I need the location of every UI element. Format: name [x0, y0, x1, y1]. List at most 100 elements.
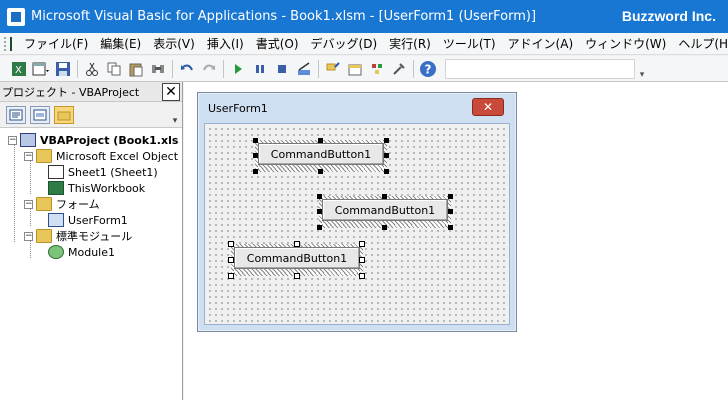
tree-item-forms-folder[interactable]: − フォーム: [0, 196, 182, 212]
object-browser-icon[interactable]: [366, 58, 388, 80]
project-explorer-pane: プロジェクト - VBAProject ✕ ▾ − VBAProject (Bo…: [0, 82, 183, 400]
module-icon: [48, 245, 64, 259]
resize-handle[interactable]: [359, 273, 365, 279]
resize-handle[interactable]: [228, 273, 234, 279]
menu-file[interactable]: ファイル(F): [24, 36, 89, 51]
command-button-1[interactable]: CommandButton1: [258, 143, 384, 165]
project-explorer-toolbar: ▾: [0, 102, 182, 128]
redo-icon[interactable]: [198, 58, 220, 80]
userform-grid-canvas[interactable]: CommandButton1 CommandButton1: [204, 123, 510, 325]
view-code-icon: [9, 109, 23, 120]
userform-close-button[interactable]: ✕: [472, 98, 504, 116]
close-pane-button[interactable]: ✕: [162, 83, 180, 101]
find-icon[interactable]: [147, 58, 169, 80]
menu-addins[interactable]: アドイン(A): [507, 36, 574, 51]
menu-tools[interactable]: ツール(T): [442, 36, 496, 51]
resize-handle[interactable]: [253, 138, 258, 143]
folder-icon: [36, 229, 52, 243]
menu-edit[interactable]: 編集(E): [100, 36, 142, 51]
save-icon[interactable]: [52, 58, 74, 80]
tree-item-thisworkbook[interactable]: ThisWorkbook: [0, 180, 182, 196]
tree-item-userform1[interactable]: UserForm1: [0, 212, 182, 228]
command-button-2[interactable]: CommandButton1: [322, 199, 448, 221]
excel-icon[interactable]: X: [8, 58, 30, 80]
resize-handle[interactable]: [294, 241, 300, 247]
project-tree: − VBAProject (Book1.xls − Microsoft Exce…: [0, 128, 182, 260]
menubar-grip[interactable]: [4, 36, 6, 51]
view-object-button[interactable]: [30, 105, 50, 124]
resize-handle[interactable]: [384, 169, 389, 174]
tree-item-label: VBAProject (Book1.xls: [40, 133, 179, 147]
tree-item-module1[interactable]: Module1: [0, 244, 182, 260]
help-icon[interactable]: ?: [417, 58, 439, 80]
menu-run[interactable]: 実行(R): [389, 36, 431, 51]
run-icon[interactable]: [227, 58, 249, 80]
resize-handle[interactable]: [359, 257, 365, 263]
resize-handle[interactable]: [448, 225, 453, 230]
collapse-icon[interactable]: −: [24, 230, 33, 241]
reset-icon[interactable]: [271, 58, 293, 80]
undo-icon[interactable]: [176, 58, 198, 80]
userform-titlebar: UserForm1 ✕: [198, 93, 516, 123]
tree-item-sheet1[interactable]: Sheet1 (Sheet1): [0, 164, 182, 180]
tree-item-excel-objects[interactable]: − Microsoft Excel Object: [0, 148, 182, 164]
code-location-field: [445, 58, 635, 79]
collapse-icon[interactable]: −: [8, 134, 17, 145]
resize-handle[interactable]: [228, 257, 234, 263]
view-code-button[interactable]: [6, 105, 26, 124]
menu-insert[interactable]: 挿入(I): [206, 36, 244, 51]
resize-handle[interactable]: [228, 241, 234, 247]
design-mode-icon[interactable]: [293, 58, 315, 80]
toggle-folders-button[interactable]: [54, 105, 74, 124]
userform-window[interactable]: UserForm1 ✕ CommandButton1 CommandButton…: [197, 92, 517, 332]
userform-designer[interactable]: UserForm1 ✕ CommandButton1 CommandButton…: [184, 82, 728, 400]
menu-window[interactable]: ウィンドウ(W): [585, 36, 667, 51]
menu-debug[interactable]: デバッグ(D): [310, 36, 378, 51]
view-object-icon: [33, 109, 47, 120]
vba-project-icon: [20, 133, 36, 147]
resize-handle[interactable]: [318, 169, 323, 174]
tree-item-label: Microsoft Excel Object: [56, 149, 179, 163]
break-icon[interactable]: [249, 58, 271, 80]
vba-app-icon: [7, 7, 25, 26]
resize-handle[interactable]: [317, 194, 322, 199]
menu-help[interactable]: ヘルプ(H): [678, 36, 728, 51]
resize-handle[interactable]: [294, 273, 300, 279]
collapse-icon[interactable]: −: [24, 198, 33, 209]
brand-label: Buzzword Inc.: [621, 8, 716, 24]
tree-item-vbaproject[interactable]: − VBAProject (Book1.xls: [0, 132, 182, 148]
resize-handle[interactable]: [382, 194, 387, 199]
insert-userform-icon[interactable]: [30, 58, 52, 80]
menu-bar: ファイル(F) 編集(E) 表示(V) 挿入(I) 書式(O) デバッグ(D) …: [0, 33, 728, 55]
resize-handle[interactable]: [318, 138, 323, 143]
close-icon: ✕: [165, 84, 177, 100]
resize-handle[interactable]: [253, 169, 258, 174]
menu-view[interactable]: 表示(V): [153, 36, 195, 51]
resize-handle[interactable]: [382, 225, 387, 230]
menu-format[interactable]: 書式(O): [255, 36, 299, 51]
resize-handle[interactable]: [317, 225, 322, 230]
pane-toolbar-grip[interactable]: ▾: [172, 116, 178, 126]
copy-icon[interactable]: [103, 58, 125, 80]
resize-handle[interactable]: [359, 241, 365, 247]
button-caption: CommandButton1: [334, 203, 436, 217]
resize-handle[interactable]: [384, 138, 389, 143]
excel-menu-icon[interactable]: [10, 36, 12, 51]
toolbar-options-grip[interactable]: ▾: [639, 69, 645, 80]
svg-text:?: ?: [425, 62, 432, 76]
project-explorer-icon[interactable]: [322, 58, 344, 80]
command-button-3[interactable]: CommandButton1: [234, 247, 360, 269]
collapse-icon[interactable]: −: [24, 150, 33, 161]
paste-icon[interactable]: [125, 58, 147, 80]
tree-item-modules-folder[interactable]: − 標準モジュール: [0, 228, 182, 244]
svg-text:X: X: [15, 65, 22, 76]
toolbox-icon[interactable]: [388, 58, 410, 80]
resize-handle[interactable]: [317, 209, 322, 214]
resize-handle[interactable]: [448, 194, 453, 199]
properties-icon[interactable]: [344, 58, 366, 80]
resize-handle[interactable]: [384, 153, 389, 158]
userform-caption: UserForm1: [208, 101, 268, 115]
resize-handle[interactable]: [448, 209, 453, 214]
resize-handle[interactable]: [253, 153, 258, 158]
cut-icon[interactable]: [81, 58, 103, 80]
